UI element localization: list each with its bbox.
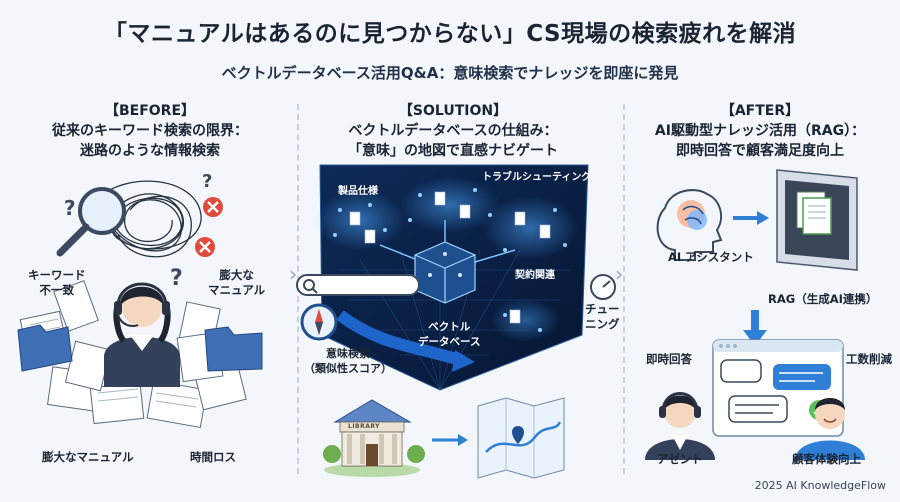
- arrow-right-icon: [733, 211, 769, 225]
- before-heading-line1: 従来のキーワード検索の限界：: [52, 123, 248, 139]
- before-heading: 【BEFORE】 従来のキーワード検索の限界： 迷路のような情報検索: [20, 101, 280, 161]
- vector-db-map: [315, 164, 589, 391]
- map-icon: [477, 397, 565, 479]
- agent-label: アゼント: [657, 452, 703, 466]
- headset-icon: [661, 392, 699, 411]
- question-icon: ?: [202, 171, 212, 192]
- page-subtitle: ベクトルデータベース活用Q&A：意味検索でナレッジを即座に発見: [221, 64, 679, 82]
- copyright: 2025 AI KnowledgeFlow: [754, 479, 886, 492]
- label-huge-manual: 膨大な マニュアル: [208, 268, 266, 297]
- customer-avatar: [795, 398, 865, 460]
- after-heading-line2: 即時回答で顧客満足度向上: [676, 143, 844, 159]
- cluster-misc: [490, 298, 560, 342]
- chevron-right-icon: ›: [615, 262, 624, 286]
- vector-cube-icon: [414, 241, 476, 304]
- cluster-label-troubleshooting: トラブルシューティング: [482, 172, 592, 183]
- divider-right: [623, 104, 625, 474]
- after-heading: 【AFTER】 AI駆動型ナレッジ活用（RAG）： 即時回答で顧客満足度向上: [625, 101, 895, 161]
- after-tag: 【AFTER】: [720, 103, 800, 119]
- question-icon: ?: [64, 196, 76, 220]
- ai-brain-icon: [656, 189, 723, 261]
- arrow-down-icon: [743, 310, 767, 346]
- chat-bubble-icon: [720, 359, 762, 383]
- library-sign: LIBRARY: [348, 423, 381, 430]
- cluster-label-product-spec: 製品仕様: [338, 186, 378, 197]
- before-heading-line2: 迷路のような情報検索: [80, 143, 220, 159]
- error-x-icon: [203, 197, 223, 217]
- instant-answer-label: 即時回答: [646, 352, 692, 366]
- cx-improvement-label: 顧客体験向上: [792, 452, 861, 466]
- operator-avatar: [104, 282, 180, 387]
- library-building-icon: [323, 399, 425, 477]
- magnifier-icon: [56, 187, 126, 257]
- after-heading-line1: AI駆動型ナレッジ活用（RAG）：: [654, 123, 866, 139]
- tuning-gauge-icon: [590, 274, 616, 300]
- question-icon: ?: [170, 266, 183, 291]
- solution-heading-line2: 「意味」の地図で直感ナビゲート: [348, 143, 558, 159]
- document-icon: [349, 191, 551, 324]
- library-to-map: [323, 397, 565, 479]
- semantic-search-label: 意味検索 （類似性スコア）: [304, 347, 392, 375]
- solution-heading: 【SOLUTION】 ベクトルデータベースの仕組み： 「意味」の地図で直感ナビゲ…: [318, 101, 588, 161]
- agent-avatar: [645, 392, 715, 460]
- cube-label: ベクトル データベース: [418, 321, 481, 348]
- error-x-icon: [195, 237, 215, 257]
- label-huge-manual-bottom: 膨大なマニュアル: [42, 450, 134, 464]
- label-keyword-mismatch: キーワード 不一致: [28, 268, 86, 297]
- rag-label: RAG（生成AI連携）: [768, 292, 878, 306]
- before-illustration: ? ? ?: [17, 171, 263, 428]
- compass-icon: [300, 303, 338, 341]
- search-input[interactable]: [296, 274, 420, 296]
- chat-bubble-icon: [773, 364, 831, 390]
- navigation-arrow-icon: [336, 310, 462, 366]
- search-icon: [303, 279, 318, 294]
- ai-assistant-label: AI アシスタント: [668, 250, 754, 264]
- tangled-maze-icon: [89, 180, 202, 258]
- label-time-loss: 時間ロス: [190, 450, 236, 464]
- before-tag: 【BEFORE】: [104, 103, 196, 119]
- cluster-contract: [482, 196, 578, 260]
- arrow-right-icon: [432, 434, 468, 446]
- folder-icon: [17, 324, 73, 372]
- chat-bubble-icon: [728, 395, 788, 423]
- tuning-label: チュー ニング: [585, 302, 620, 331]
- knowledge-server-icon: [776, 169, 858, 271]
- work-reduction-label: 工数削減: [846, 352, 892, 366]
- cluster-label-contract: 契約関連: [515, 270, 555, 281]
- chevron-right-icon: ›: [289, 262, 298, 286]
- folder-icon: [204, 326, 263, 372]
- solution-tag: 【SOLUTION】: [398, 103, 508, 119]
- headset-icon: [116, 282, 168, 306]
- solution-heading-line1: ベクトルデータベースの仕組み：: [348, 123, 558, 139]
- page-title: 「マニュアルはあるのに見つからない」CS現場の検索疲れを解消: [103, 21, 797, 47]
- after-illustration: [645, 169, 865, 460]
